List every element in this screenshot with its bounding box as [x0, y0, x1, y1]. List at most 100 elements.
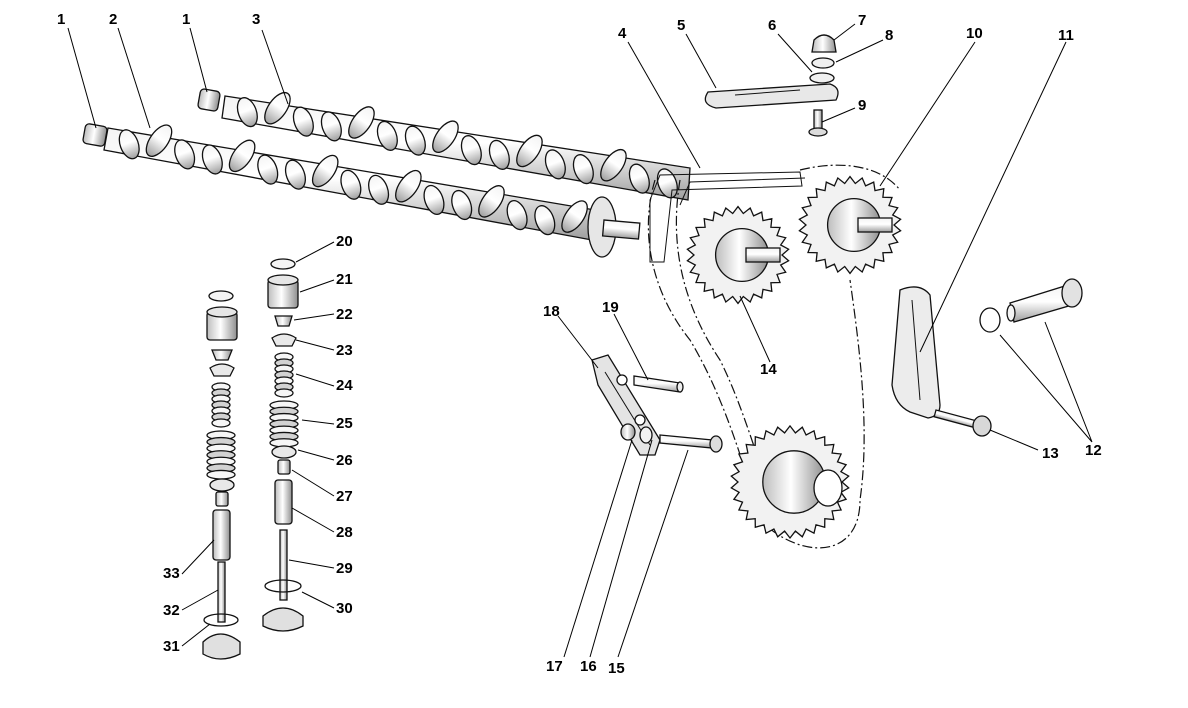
callout-30: 30: [336, 600, 353, 617]
cam-plug-lower: [82, 123, 108, 147]
guide-washer: [639, 426, 653, 444]
cam-lobe: [423, 184, 445, 216]
cam-lobe: [572, 154, 594, 185]
cam-lobe: [257, 154, 279, 185]
cam-lobe: [145, 124, 173, 157]
callout-26: 26: [336, 452, 353, 469]
callout-9: 9: [858, 97, 866, 114]
cam-lobe: [368, 174, 390, 205]
valve-assembly-right: [262, 258, 304, 632]
valve-spring-inner-coil: [274, 388, 294, 398]
cam-lobe: [228, 139, 256, 173]
sprocket-shaft: [857, 217, 893, 233]
callout-7: 7: [858, 12, 866, 29]
callout-8: 8: [885, 27, 893, 44]
valve-seal-right: [277, 459, 291, 475]
cam-lobe: [292, 106, 314, 137]
spring-retainer-left: [209, 363, 235, 377]
callout-16: 16: [580, 658, 597, 675]
valve-stem-left: [217, 561, 226, 623]
guide-screw: [808, 109, 828, 137]
tensioner-seal-ring: [979, 307, 1001, 333]
cam-sprocket-exhaust: [798, 175, 902, 275]
cam-lobe: [534, 205, 556, 236]
shim-right: [270, 258, 296, 270]
cam-lobe: [340, 169, 362, 200]
cam-lobe: [284, 159, 306, 190]
cam-lobe: [236, 97, 258, 128]
callout-27: 27: [336, 488, 353, 505]
callout-4: 4: [618, 25, 627, 42]
valve-guide-right: [274, 479, 293, 525]
cam-lobe: [488, 139, 510, 170]
spring-seat-left: [209, 478, 235, 492]
callout-20: 20: [336, 233, 353, 250]
callout-19: 19: [602, 299, 619, 316]
valve-seal-left: [215, 491, 229, 507]
camshaft-lower: [103, 124, 641, 258]
callout-15: 15: [608, 660, 625, 677]
callout-23: 23: [336, 342, 353, 359]
cam-lobe: [118, 129, 140, 160]
cam-lobe: [516, 134, 543, 168]
cam-lobe: [348, 106, 375, 139]
callout-22: 22: [336, 306, 353, 323]
valve-assembly-left: [202, 290, 241, 660]
callout-11: 11: [1058, 27, 1074, 44]
callout-1b: 1: [182, 11, 190, 28]
callout-3: 3: [252, 11, 260, 28]
guide-nut-cap: [811, 34, 837, 53]
cam-lobe: [395, 169, 422, 203]
callout-13: 13: [1042, 445, 1059, 462]
cam-lobe: [264, 91, 291, 125]
valve-head-left: [202, 633, 241, 660]
cam-lobe: [311, 154, 339, 188]
leader-lines: [67, 23, 1093, 658]
callout-24: 24: [336, 377, 353, 394]
cam-lobe: [376, 120, 398, 151]
guide-washer-lower: [809, 72, 835, 84]
callout-labels: 1 2 1 3 4 5 6 7 8 9 10 11 12 13 14 15 16…: [57, 11, 1102, 677]
cam-lobe: [201, 144, 223, 175]
collet-right: [274, 315, 293, 327]
cam-sprocket-intake: [686, 205, 790, 305]
cam-plug-upper: [197, 88, 221, 112]
callout-29: 29: [336, 560, 353, 577]
callout-1a: 1: [57, 11, 65, 28]
tensioner-bolt: [933, 409, 992, 437]
callout-14: 14: [760, 361, 777, 378]
guide-washer-upper: [811, 57, 835, 69]
cam-lobe: [432, 120, 459, 153]
spring-seat-right: [271, 445, 297, 459]
valve-guide-left: [212, 509, 231, 561]
cam-lobe: [404, 125, 426, 156]
sprocket-bore: [813, 469, 843, 507]
cam-lobe: [478, 185, 505, 218]
valve-head-right: [262, 607, 304, 632]
camshaft-upper: [221, 91, 691, 201]
cam-lobe: [506, 200, 528, 231]
callout-28: 28: [336, 524, 353, 541]
callout-17: 17: [546, 658, 563, 675]
valve-spring-inner-coil: [211, 418, 231, 428]
cam-lobe: [460, 135, 482, 166]
spring-retainer-right: [271, 333, 297, 347]
callout-18: 18: [543, 303, 560, 320]
cam-lobe: [628, 163, 650, 194]
guide-spacer: [620, 423, 636, 441]
callout-10: 10: [966, 25, 983, 42]
cam-lobe: [544, 149, 566, 180]
valve-seat-insert-right: [264, 579, 302, 593]
cam-lobe: [320, 111, 342, 142]
guide-pin: [633, 375, 684, 393]
collet-left: [211, 349, 233, 361]
valve-stem-right: [279, 529, 288, 601]
callout-21: 21: [336, 271, 353, 288]
callout-5: 5: [677, 17, 685, 34]
cam-lobe: [174, 139, 196, 170]
valve-spring-outer-coil: [206, 469, 236, 480]
callout-32: 32: [163, 602, 180, 619]
hydraulic-tensioner: [1006, 278, 1083, 323]
cam-lobe: [561, 200, 588, 233]
